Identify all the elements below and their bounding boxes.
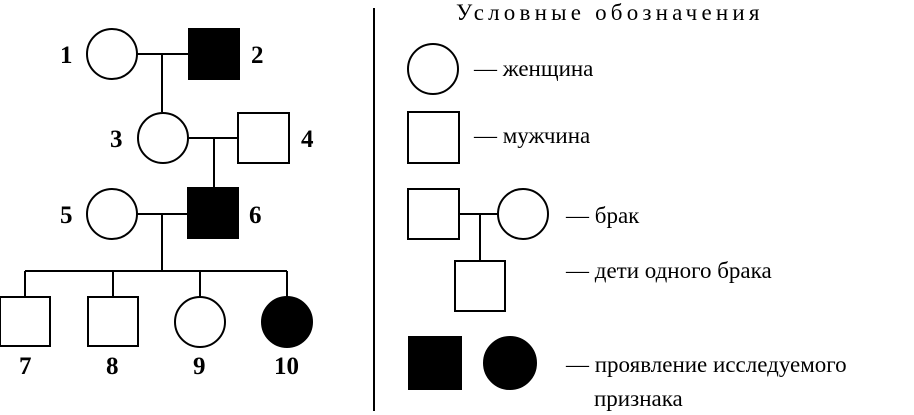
legend-marriage-female-symbol [497, 188, 549, 240]
individual-3 [137, 112, 189, 164]
label-7: 7 [19, 353, 32, 380]
legend-marriage-male-symbol [407, 188, 460, 240]
individual-10 [261, 296, 313, 348]
label-5: 5 [60, 202, 73, 229]
legend-child-symbol [454, 260, 506, 312]
label-4: 4 [301, 126, 314, 153]
legend-children-label: — дети одного брака [565, 258, 772, 283]
label-9: 9 [193, 353, 206, 380]
individual-4 [237, 112, 290, 164]
individual-1 [86, 28, 138, 80]
label-6: 6 [249, 202, 262, 229]
label-3: 3 [110, 126, 123, 153]
legend-affected-female-symbol [483, 336, 537, 390]
legend-title: Условные обозначения [456, 0, 764, 25]
individual-2 [188, 28, 240, 80]
label-10: 10 [274, 353, 299, 380]
label-8: 8 [106, 353, 119, 380]
individual-7 [0, 296, 51, 347]
legend-trait-label-line2: признака [594, 386, 683, 411]
individual-9 [174, 296, 226, 348]
individual-8 [87, 296, 139, 347]
legend-trait-label-line1: — проявление исследуемого [565, 352, 847, 377]
legend-man-symbol [407, 111, 460, 164]
legend-marriage-label: — брак [565, 203, 640, 228]
individual-5 [86, 188, 138, 240]
legend-man-label: — мужчина [473, 123, 590, 148]
individual-6 [187, 187, 239, 239]
legend-woman-symbol [407, 43, 459, 95]
label-2: 2 [251, 42, 264, 69]
legend-woman-label: — женщина [473, 56, 593, 81]
legend-affected-male-symbol [408, 336, 462, 390]
pedigree-lines [24, 8, 498, 411]
label-1: 1 [60, 42, 73, 69]
